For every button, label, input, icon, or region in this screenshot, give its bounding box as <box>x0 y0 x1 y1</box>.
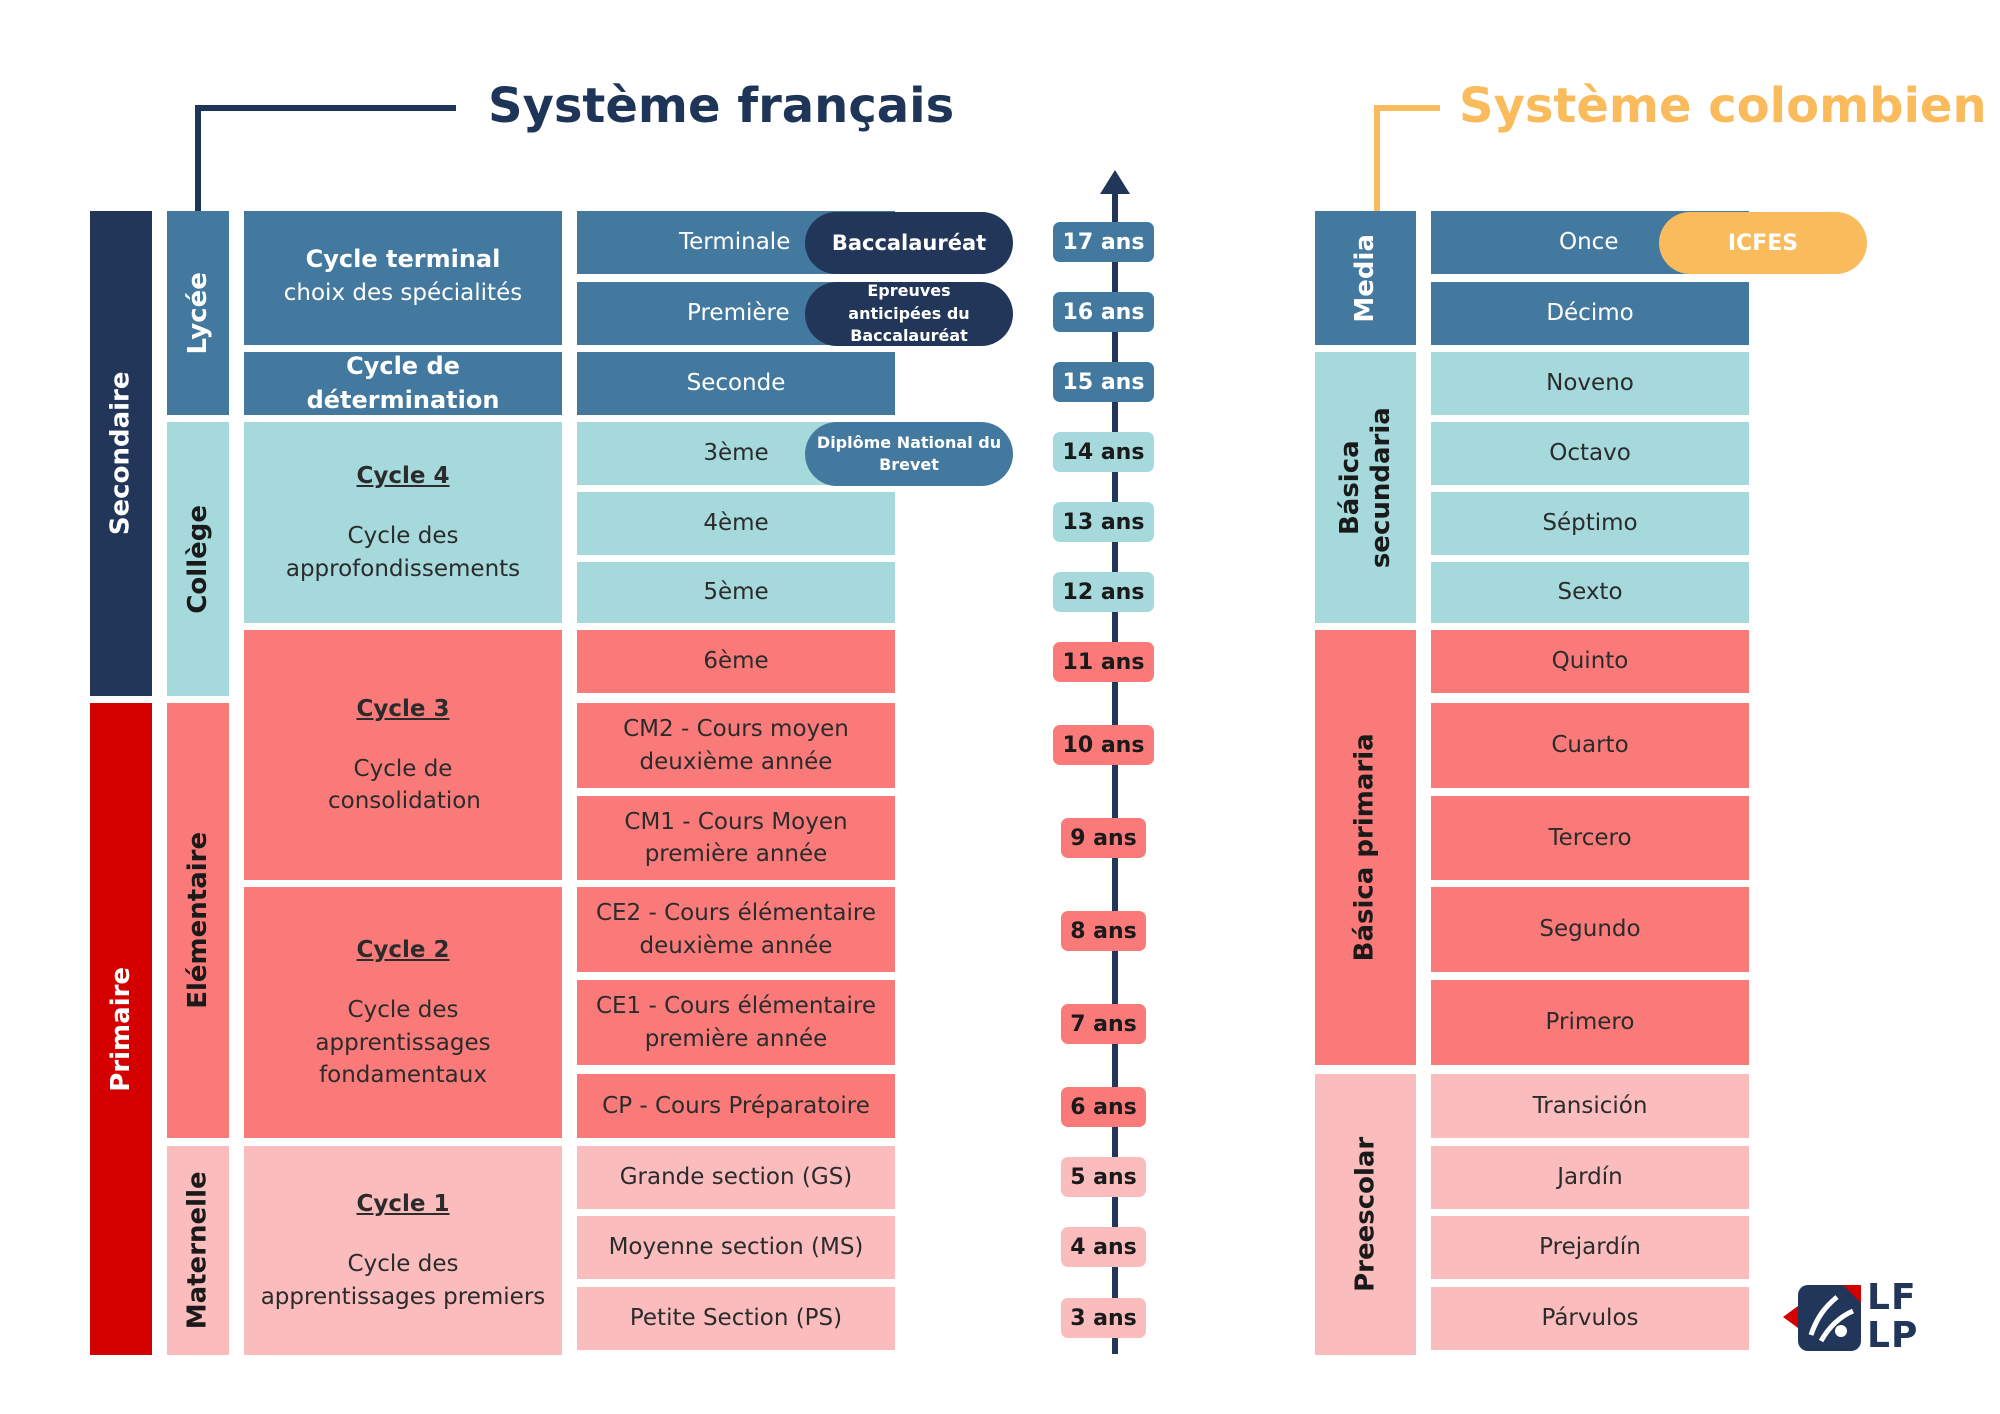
grade-cm2-label: CM2 - Cours moyen deuxième année <box>623 716 849 775</box>
grade-cm1: CM1 - Cours Moyen première année <box>577 796 895 880</box>
age-16: 16 ans <box>1053 292 1154 332</box>
level-basica-primaria-label: Básica primaria <box>1350 733 1381 962</box>
age-11: 11 ans <box>1053 642 1154 682</box>
grade-ms: Moyenne section (MS) <box>577 1216 895 1279</box>
cycle-subtitle: Cycle de consolidation <box>328 755 481 815</box>
age-17: 17 ans <box>1053 222 1154 262</box>
grado-sexto: Sexto <box>1431 562 1749 623</box>
grade-seconde: Seconde <box>577 352 895 415</box>
school-lycee-label: Lycée <box>182 271 213 355</box>
age-15: 15 ans <box>1053 362 1154 402</box>
grade-ce2-label: CE2 - Cours élémentaire deuxième année <box>595 900 877 959</box>
grado-octavo: Octavo <box>1431 422 1749 485</box>
grade-ps: Petite Section (PS) <box>577 1287 895 1350</box>
french-system-title: Système français <box>488 78 955 134</box>
age-5: 5 ans <box>1061 1157 1146 1197</box>
age-8: 8 ans <box>1061 911 1146 951</box>
cycle-terminal: Cycle terminal choix des spécialités <box>244 211 562 345</box>
grade-4eme: 4ème <box>577 492 895 555</box>
exam-brevet: Diplôme National du Brevet <box>805 422 1013 486</box>
age-10: 10 ans <box>1053 725 1154 765</box>
cycle-1: Cycle 1 Cycle des apprentissages premier… <box>244 1146 562 1355</box>
grado-transicion: Transición <box>1431 1074 1749 1138</box>
cycle-title: Cycle 4 <box>356 463 450 490</box>
logo-emblem-icon <box>1783 1285 1861 1351</box>
cycle-determination: Cycle de détermination <box>244 352 562 415</box>
cycle-title: Cycle 2 <box>356 937 450 964</box>
grado-decimo: Décimo <box>1431 282 1749 345</box>
grado-parvulos: Párvulos <box>1431 1287 1749 1350</box>
cycle-subtitle: Cycle des approfondissements <box>285 523 521 582</box>
grado-prejardin: Prejardín <box>1431 1216 1749 1279</box>
school-college: Collège <box>167 422 229 696</box>
school-lycee: Lycée <box>167 211 229 415</box>
level-secondaire: Secondaire <box>90 211 152 696</box>
age-7: 7 ans <box>1061 1004 1146 1044</box>
cycle-subtitle: choix des spécialités <box>283 279 523 306</box>
cycle-title: Cycle de détermination <box>306 351 500 414</box>
exam-brevet-label: Diplôme National du Brevet <box>816 432 1002 474</box>
grado-quinto: Quinto <box>1431 630 1749 693</box>
cycle-2: Cycle 2 Cycle des apprentissages fondame… <box>244 887 562 1138</box>
cycle-subtitle: Cycle des apprentissages fondamentaux <box>315 997 491 1088</box>
level-secondaire-label: Secondaire <box>105 371 136 536</box>
age-9: 9 ans <box>1061 818 1146 858</box>
age-6: 6 ans <box>1061 1087 1146 1127</box>
level-basica-primaria: Básica primaria <box>1315 630 1416 1065</box>
age-axis-arrow <box>1100 170 1130 194</box>
level-media: Media <box>1315 211 1416 345</box>
school-college-label: Collège <box>182 504 213 614</box>
grado-noveno: Noveno <box>1431 352 1749 415</box>
level-preescolar-label: Preescolar <box>1350 1136 1381 1293</box>
grade-5eme: 5ème <box>577 562 895 623</box>
lflp-logo: LF LP <box>1783 1279 1935 1356</box>
level-basica-secundaria: Básica secundaria <box>1315 352 1416 623</box>
school-elementaire: Elémentaire <box>167 703 229 1138</box>
grade-cp: CP - Cours Préparatoire <box>577 1074 895 1138</box>
grado-primero: Primero <box>1431 980 1749 1065</box>
age-3: 3 ans <box>1061 1298 1146 1338</box>
grado-segundo: Segundo <box>1431 887 1749 972</box>
exam-icfes: ICFES <box>1659 212 1867 274</box>
colombian-title-connector <box>1374 105 1440 211</box>
level-primaire-label: Primaire <box>105 966 136 1092</box>
logo-text-line1: LF <box>1867 1277 1917 1318</box>
age-14: 14 ans <box>1053 432 1154 472</box>
age-12: 12 ans <box>1053 572 1154 612</box>
colombian-system-title: Système colombien <box>1459 78 1987 134</box>
grade-ce2: CE2 - Cours élémentaire deuxième année <box>577 887 895 972</box>
cycle-3: Cycle 3 Cycle de consolidation <box>244 630 562 880</box>
grade-cm1-label: CM1 - Cours Moyen première année <box>624 808 848 867</box>
exam-epreuves-anticipees: Epreuves anticipées du Baccalauréat <box>805 281 1013 346</box>
age-13: 13 ans <box>1053 502 1154 542</box>
grade-ce1-label: CE1 - Cours élémentaire première année <box>595 993 877 1052</box>
logo-text-line2: LP <box>1867 1315 1919 1356</box>
exam-epreuves-anticipees-label: Epreuves anticipées du Baccalauréat <box>848 281 970 346</box>
level-preescolar: Preescolar <box>1315 1074 1416 1355</box>
level-primaire: Primaire <box>90 703 152 1355</box>
grade-gs: Grande section (GS) <box>577 1146 895 1209</box>
cycle-4: Cycle 4 Cycle des approfondissements <box>244 422 562 623</box>
cycle-title: Cycle 1 <box>356 1191 450 1218</box>
age-4: 4 ans <box>1061 1227 1146 1267</box>
school-elementaire-label: Elémentaire <box>182 832 213 1009</box>
exam-baccalaureat: Baccalauréat <box>805 212 1013 274</box>
grado-jardin: Jardín <box>1431 1146 1749 1209</box>
cycle-title: Cycle 3 <box>356 695 450 722</box>
school-maternelle: Maternelle <box>167 1146 229 1355</box>
grado-tercero: Tercero <box>1431 796 1749 880</box>
level-media-label: Media <box>1350 233 1381 323</box>
grade-6eme: 6ème <box>577 630 895 693</box>
cycle-subtitle: Cycle des apprentissages premiers <box>260 1251 546 1310</box>
cycle-title: Cycle terminal <box>305 245 501 274</box>
level-basica-secundaria-label: Básica secundaria <box>1334 407 1396 568</box>
grade-ce1: CE1 - Cours élémentaire première année <box>577 980 895 1065</box>
school-maternelle-label: Maternelle <box>182 1171 213 1330</box>
grado-cuarto: Cuarto <box>1431 703 1749 788</box>
french-title-connector <box>195 105 456 211</box>
grado-septimo: Séptimo <box>1431 492 1749 555</box>
grade-cm2: CM2 - Cours moyen deuxième année <box>577 703 895 788</box>
